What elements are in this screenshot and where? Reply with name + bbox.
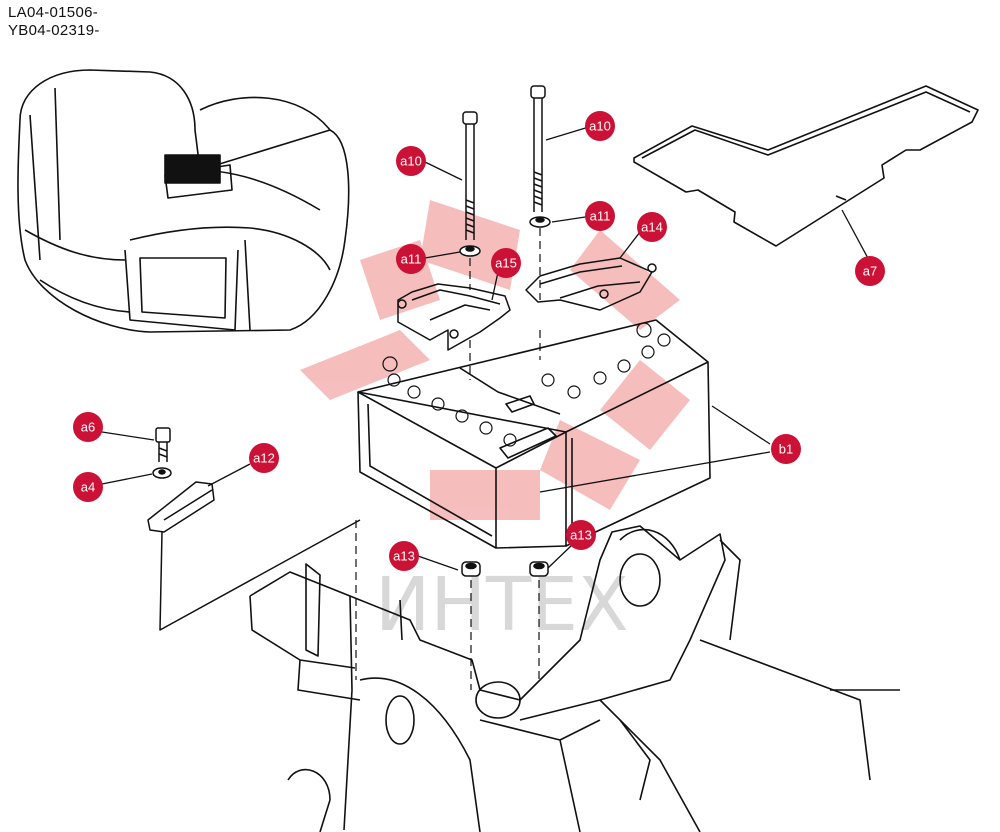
bracket-assembly xyxy=(147,427,361,631)
callout-a7: a7 xyxy=(855,256,885,286)
svg-text:a11: a11 xyxy=(401,252,422,267)
watermark-logo xyxy=(300,200,690,520)
svg-text:a13: a13 xyxy=(570,528,592,543)
spacers xyxy=(461,561,549,577)
callout-leaders xyxy=(101,125,871,571)
assembly-guide-lines xyxy=(355,228,541,690)
serial-range-line-1: LA04-01506- xyxy=(8,4,99,21)
svg-text:b1: b1 xyxy=(779,442,793,457)
callout-a10-right: a10 xyxy=(585,111,615,141)
callout-b1: b1 xyxy=(771,434,801,464)
battery-clamps xyxy=(397,257,657,351)
callout-a12: a12 xyxy=(249,443,279,473)
svg-text:a12: a12 xyxy=(253,451,275,466)
callout-a11-right: a11 xyxy=(585,201,615,231)
svg-text:a6: a6 xyxy=(81,420,95,435)
cover-plate xyxy=(633,85,979,247)
batteries xyxy=(357,319,711,549)
callout-a15: a15 xyxy=(491,248,521,278)
callout-a13-left: a13 xyxy=(389,541,419,571)
watermark-text: ИНТЕХ xyxy=(375,562,629,648)
callout-a6: a6 xyxy=(73,412,103,442)
callout-a14: a14 xyxy=(637,212,667,242)
svg-text:a11: a11 xyxy=(590,209,611,224)
callout-a4: a4 xyxy=(73,472,103,502)
svg-text:a14: a14 xyxy=(641,220,663,235)
hold-down-bolts xyxy=(462,85,546,240)
svg-text:a4: a4 xyxy=(81,480,95,495)
callout-a10-left: a10 xyxy=(396,146,426,176)
svg-text:a15: a15 xyxy=(495,256,517,271)
callout-a13-right: a13 xyxy=(566,520,596,550)
svg-text:a13: a13 xyxy=(393,549,415,564)
washers xyxy=(459,216,551,257)
serial-range-line-2: YB04-02319- xyxy=(8,22,100,39)
callout-a11-left: a11 xyxy=(396,244,426,274)
machine-overview xyxy=(17,69,350,333)
svg-text:a10: a10 xyxy=(400,154,422,169)
svg-text:a10: a10 xyxy=(589,119,611,134)
svg-text:a7: a7 xyxy=(863,264,877,279)
machine-frame xyxy=(249,525,900,832)
